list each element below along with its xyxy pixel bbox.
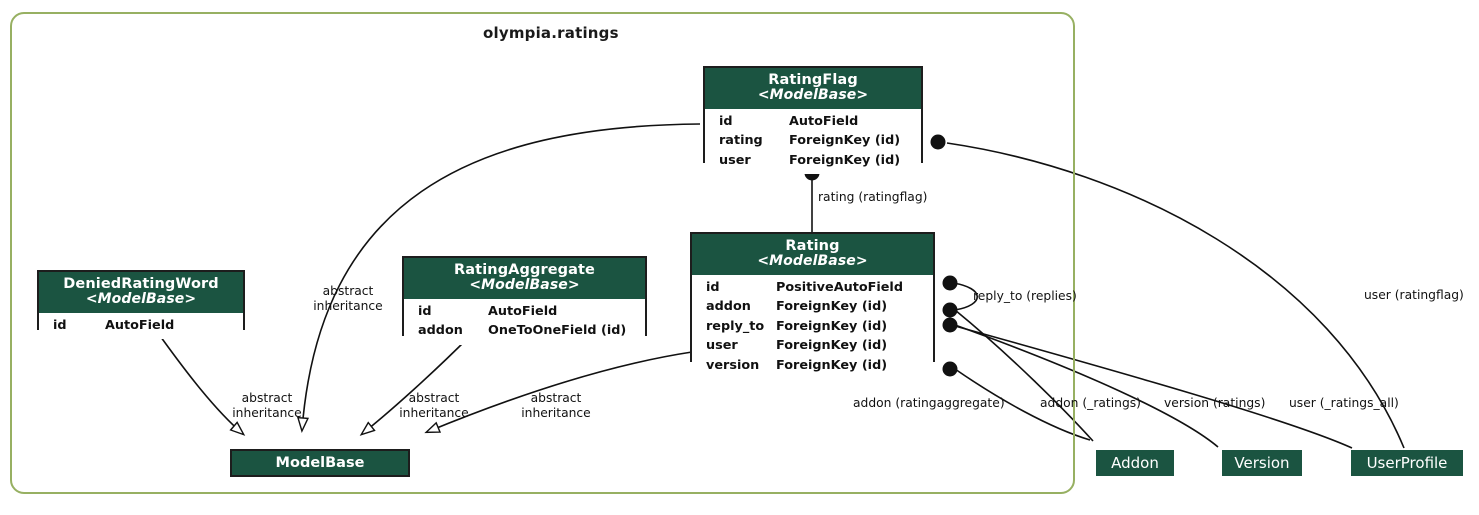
entity-fields: id AutoField addon OneToOneField (id)	[404, 298, 645, 345]
entity-header: RatingFlag <ModelBase>	[705, 68, 921, 109]
entity-stereotype: <ModelBase>	[757, 253, 868, 270]
entity-rating[interactable]: Rating <ModelBase> id PositiveAutoField …	[690, 232, 935, 380]
relation-line-addon-ratingaggregate	[954, 368, 1091, 441]
package-frame	[10, 12, 1075, 494]
entity-field-row: reply_to ForeignKey (id)	[692, 317, 933, 336]
field-name: user	[719, 152, 751, 168]
entity-fields: id AutoField rating ForeignKey (id) user…	[705, 108, 921, 175]
inheritance-line-ratingaggregate	[362, 335, 471, 434]
entity-field-row: id AutoField	[39, 316, 243, 335]
field-name: addon	[706, 299, 751, 315]
field-type: ForeignKey (id)	[789, 152, 901, 168]
entity-ratingflag[interactable]: RatingFlag <ModelBase> id AutoField rati…	[703, 66, 923, 175]
entity-deniedratingword[interactable]: DeniedRatingWord <ModelBase> id AutoFiel…	[37, 270, 245, 340]
entity-stereotype: <ModelBase>	[757, 87, 869, 104]
entity-addon[interactable]: Addon	[1096, 450, 1174, 476]
entity-field-row: rating ForeignKey (id)	[705, 131, 921, 150]
field-name: id	[719, 113, 733, 129]
relation-line-version-ratings	[954, 324, 1219, 448]
package-title: olympia.ratings	[483, 24, 619, 42]
inheritance-label-ratingflag: abstract inheritance	[313, 284, 383, 313]
endpoint-dot	[942, 361, 958, 377]
endpoint-dot	[930, 134, 946, 150]
relation-line-user-ratingflag	[946, 142, 1405, 449]
endpoint-dot	[942, 317, 958, 333]
field-type: AutoField	[105, 317, 175, 333]
entity-stereotype: <ModelBase>	[85, 291, 197, 308]
entity-title: RatingAggregate	[454, 262, 595, 278]
entity-header: Rating <ModelBase>	[692, 234, 933, 275]
inheritance-line-rating	[427, 351, 693, 432]
relation-line-user-ratings-all	[954, 325, 1353, 449]
entity-field-row: user ForeignKey (id)	[692, 336, 933, 355]
entity-fields: id AutoField	[39, 312, 243, 340]
entity-header: RatingAggregate <ModelBase>	[404, 258, 645, 299]
entity-userprofile[interactable]: UserProfile	[1351, 450, 1463, 476]
entity-fields: id PositiveAutoField addon ForeignKey (i…	[692, 274, 933, 380]
field-type: OneToOneField (id)	[488, 323, 627, 339]
entity-field-row: id AutoField	[404, 302, 645, 321]
field-name: addon	[418, 323, 463, 339]
relation-label-addon-ratingaggregate: addon (ratingaggregate)	[853, 396, 1005, 410]
entity-title: DeniedRatingWord	[63, 276, 219, 292]
field-type: ForeignKey (id)	[776, 299, 888, 315]
relation-label-user-ratings-all: user (_ratings_all)	[1289, 396, 1399, 410]
entity-stereotype: <ModelBase>	[469, 277, 580, 294]
field-type: ForeignKey (id)	[776, 338, 888, 354]
field-type: AutoField	[789, 113, 859, 129]
endpoint-dot	[942, 302, 958, 318]
entity-field-row: user ForeignKey (id)	[705, 151, 921, 170]
inheritance-label-ratingaggregate: abstract inheritance	[399, 391, 469, 420]
entity-ratingaggregate[interactable]: RatingAggregate <ModelBase> id AutoField…	[402, 256, 647, 345]
inheritance-label-deniedratingword: abstract inheritance	[232, 391, 302, 420]
relation-label-version-ratings: version (ratings)	[1164, 396, 1266, 410]
field-name: id	[706, 279, 720, 295]
field-name: version	[706, 357, 760, 373]
entity-field-row: version ForeignKey (id)	[692, 356, 933, 375]
entity-field-row: id PositiveAutoField	[692, 278, 933, 297]
entity-modelbase[interactable]: ModelBase	[230, 449, 410, 477]
field-name: id	[53, 317, 67, 333]
relation-line-addon-ratings	[954, 309, 1094, 442]
entity-field-row: id AutoField	[705, 112, 921, 131]
entity-title: RatingFlag	[768, 72, 858, 88]
field-type: ForeignKey (id)	[776, 357, 888, 373]
field-type: ForeignKey (id)	[789, 133, 901, 149]
field-name: rating	[719, 133, 763, 149]
entity-version[interactable]: Version	[1222, 450, 1302, 476]
inheritance-line-ratingflag	[302, 123, 701, 430]
entity-field-row: addon ForeignKey (id)	[692, 297, 933, 316]
inheritance-label-rating: abstract inheritance	[521, 391, 591, 420]
endpoint-dot	[942, 275, 958, 291]
relation-label-rating-ratingflag: rating (ratingflag)	[818, 190, 928, 204]
field-type: ForeignKey (id)	[776, 318, 888, 334]
field-name: reply_to	[706, 318, 765, 334]
relation-label-reply-to: reply_to (replies)	[973, 289, 1077, 303]
relation-label-addon-ratings: addon (_ratings)	[1040, 396, 1141, 410]
field-name: user	[706, 338, 738, 354]
relation-label-user-ratingflag: user (ratingflag)	[1364, 288, 1464, 302]
inheritance-line-deniedratingword	[157, 332, 243, 434]
field-type: PositiveAutoField	[776, 279, 903, 295]
entity-header: DeniedRatingWord <ModelBase>	[39, 272, 243, 313]
relation-line-reply-to	[952, 282, 978, 311]
field-name: id	[418, 303, 432, 319]
entity-title: Rating	[785, 238, 840, 254]
field-type: AutoField	[488, 303, 558, 319]
entity-field-row: addon OneToOneField (id)	[404, 321, 645, 340]
